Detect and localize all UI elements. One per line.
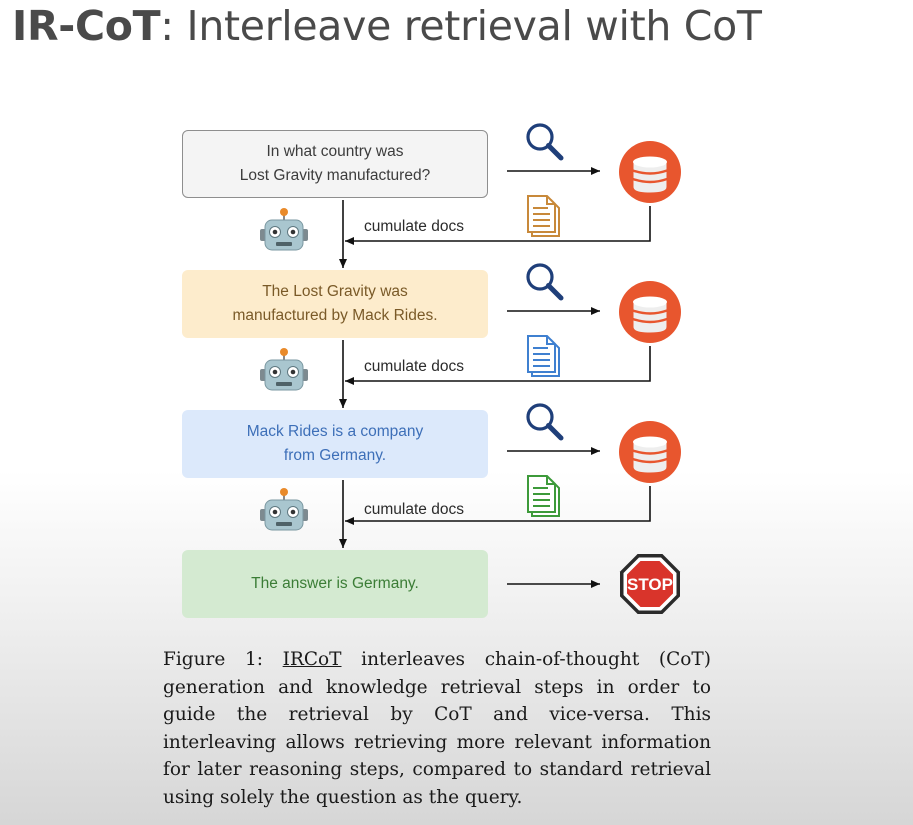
database-icon (617, 419, 683, 485)
figure-caption: Figure 1: IRCoT interleaves chain-of-tho… (163, 646, 711, 812)
caption-prefix: Figure 1: (163, 649, 283, 670)
robot-icon (259, 347, 309, 391)
caption-body: interleaves chain-of-thought (CoT) gener… (163, 649, 711, 808)
robot-icon (259, 487, 309, 531)
cumulate-docs-label: cumulate docs (364, 358, 464, 375)
cumulate-docs-label: cumulate docs (364, 501, 464, 518)
answer-box: The answer is Germany. (182, 550, 488, 618)
search-icon (528, 405, 561, 438)
search-icon (528, 265, 561, 298)
search-icon (528, 125, 561, 158)
flow-arrows (339, 167, 651, 588)
slide-title-bold: IR-CoT (12, 2, 161, 50)
document-icon (527, 195, 560, 237)
question-box: In what country was Lost Gravity manufac… (182, 130, 488, 198)
database-icon (617, 279, 683, 345)
reasoning-step-2-box: Mack Rides is a company from Germany. (182, 410, 488, 478)
stop-label: STOP (627, 575, 673, 594)
slide-title: IR-CoT: Interleave retrieval with CoT (12, 2, 762, 50)
ircot-link[interactable]: IRCoT (282, 649, 342, 670)
reasoning-step-1-box: The Lost Gravity was manufactured by Mac… (182, 270, 488, 338)
ircot-diagram: STOP (259, 0, 683, 614)
database-icon (617, 139, 683, 205)
cumulate-docs-label: cumulate docs (364, 218, 464, 235)
document-icon (527, 335, 560, 377)
slide-title-rest: : Interleave retrieval with CoT (160, 2, 762, 50)
document-icon (527, 475, 560, 517)
stop-sign-icon: STOP (620, 554, 680, 614)
robot-icon (259, 207, 309, 251)
